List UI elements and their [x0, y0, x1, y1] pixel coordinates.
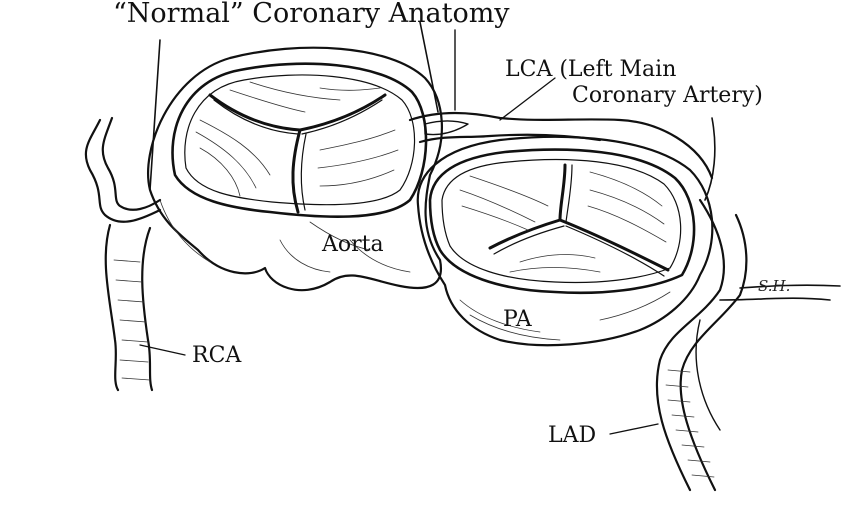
lca-leader-line [499, 77, 556, 121]
lad-label: LAD [548, 423, 596, 448]
pa-leaflet-hatching [459, 171, 671, 341]
artist-signature: S.H. [758, 277, 790, 295]
aorta-label: Aorta [321, 232, 384, 257]
diagram-title: “Normal” Coronary Anatomy [113, 0, 510, 29]
rca-hatching [113, 259, 151, 381]
lad-vessel [655, 198, 841, 492]
rca-leader-line [139, 344, 186, 356]
lad-leader-line [609, 423, 659, 435]
lca-label-line2: Coronary Artery) [572, 83, 763, 108]
rca-vessel [84, 116, 162, 392]
rca-label: RCA [192, 343, 242, 368]
aorta-illustration [147, 21, 456, 292]
pa-label: PA [503, 307, 533, 332]
lad-hatching [665, 369, 715, 478]
lca-vessel [408, 111, 714, 180]
aorta-leaflet-hatching [159, 81, 411, 273]
lca-label-line1: LCA (Left Main [505, 57, 676, 82]
pa-illustration [416, 117, 716, 347]
